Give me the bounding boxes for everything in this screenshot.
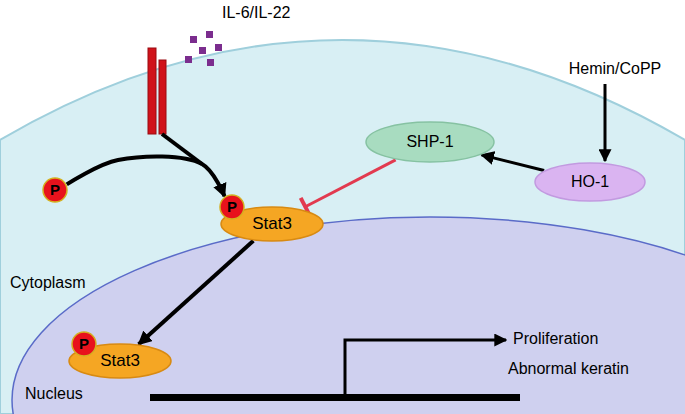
annotation-label: Hemin/CoPP [569, 60, 661, 78]
induction-arrow [604, 84, 607, 161]
region-label: Nucleus [25, 385, 83, 403]
receptor-chain [159, 60, 166, 134]
annotation-label: IL-6/IL-22 [222, 4, 290, 22]
cytokine-dot [190, 36, 197, 43]
node-label: Stat3 [100, 351, 140, 371]
cytokine-dot [199, 47, 206, 54]
ellipse-fill [535, 163, 645, 201]
gene-bar [150, 394, 520, 401]
circle-fill [43, 178, 67, 202]
node-label: P [50, 181, 60, 198]
node-label: Stat3 [252, 214, 292, 234]
nuclear-envelope [12, 217, 685, 414]
ellipse-fill [69, 344, 171, 378]
node-label: HO-1 [571, 173, 609, 191]
cytokine-dot [207, 59, 214, 66]
node-label: P [227, 198, 237, 215]
ellipse-fill [366, 122, 494, 162]
protein-ellipse: SHP-1 [365, 121, 495, 163]
ellipse-fill [221, 207, 323, 241]
region-label: Cytoplasm [10, 274, 86, 292]
node-label: P [79, 335, 89, 352]
node-label: SHP-1 [406, 133, 453, 151]
cytokine-dot [206, 31, 213, 38]
nucleus-outline [10, 215, 685, 414]
cytokine-dot [185, 56, 192, 63]
annotation-label: Proliferation [513, 330, 598, 348]
phosphate-circle: P [42, 177, 68, 203]
phosphate-circle: P [219, 194, 245, 220]
annotation-label: Abnormal keratin [508, 360, 629, 378]
circle-fill [72, 332, 96, 356]
receptor-chain [148, 48, 156, 134]
circle-fill [220, 195, 244, 219]
enzyme-ellipse: HO-1 [534, 162, 646, 202]
phosphate-circle: P [71, 331, 97, 357]
nucleus-region: Nucleus P Stat3 [10, 215, 685, 414]
cytokine-dot [215, 44, 222, 51]
